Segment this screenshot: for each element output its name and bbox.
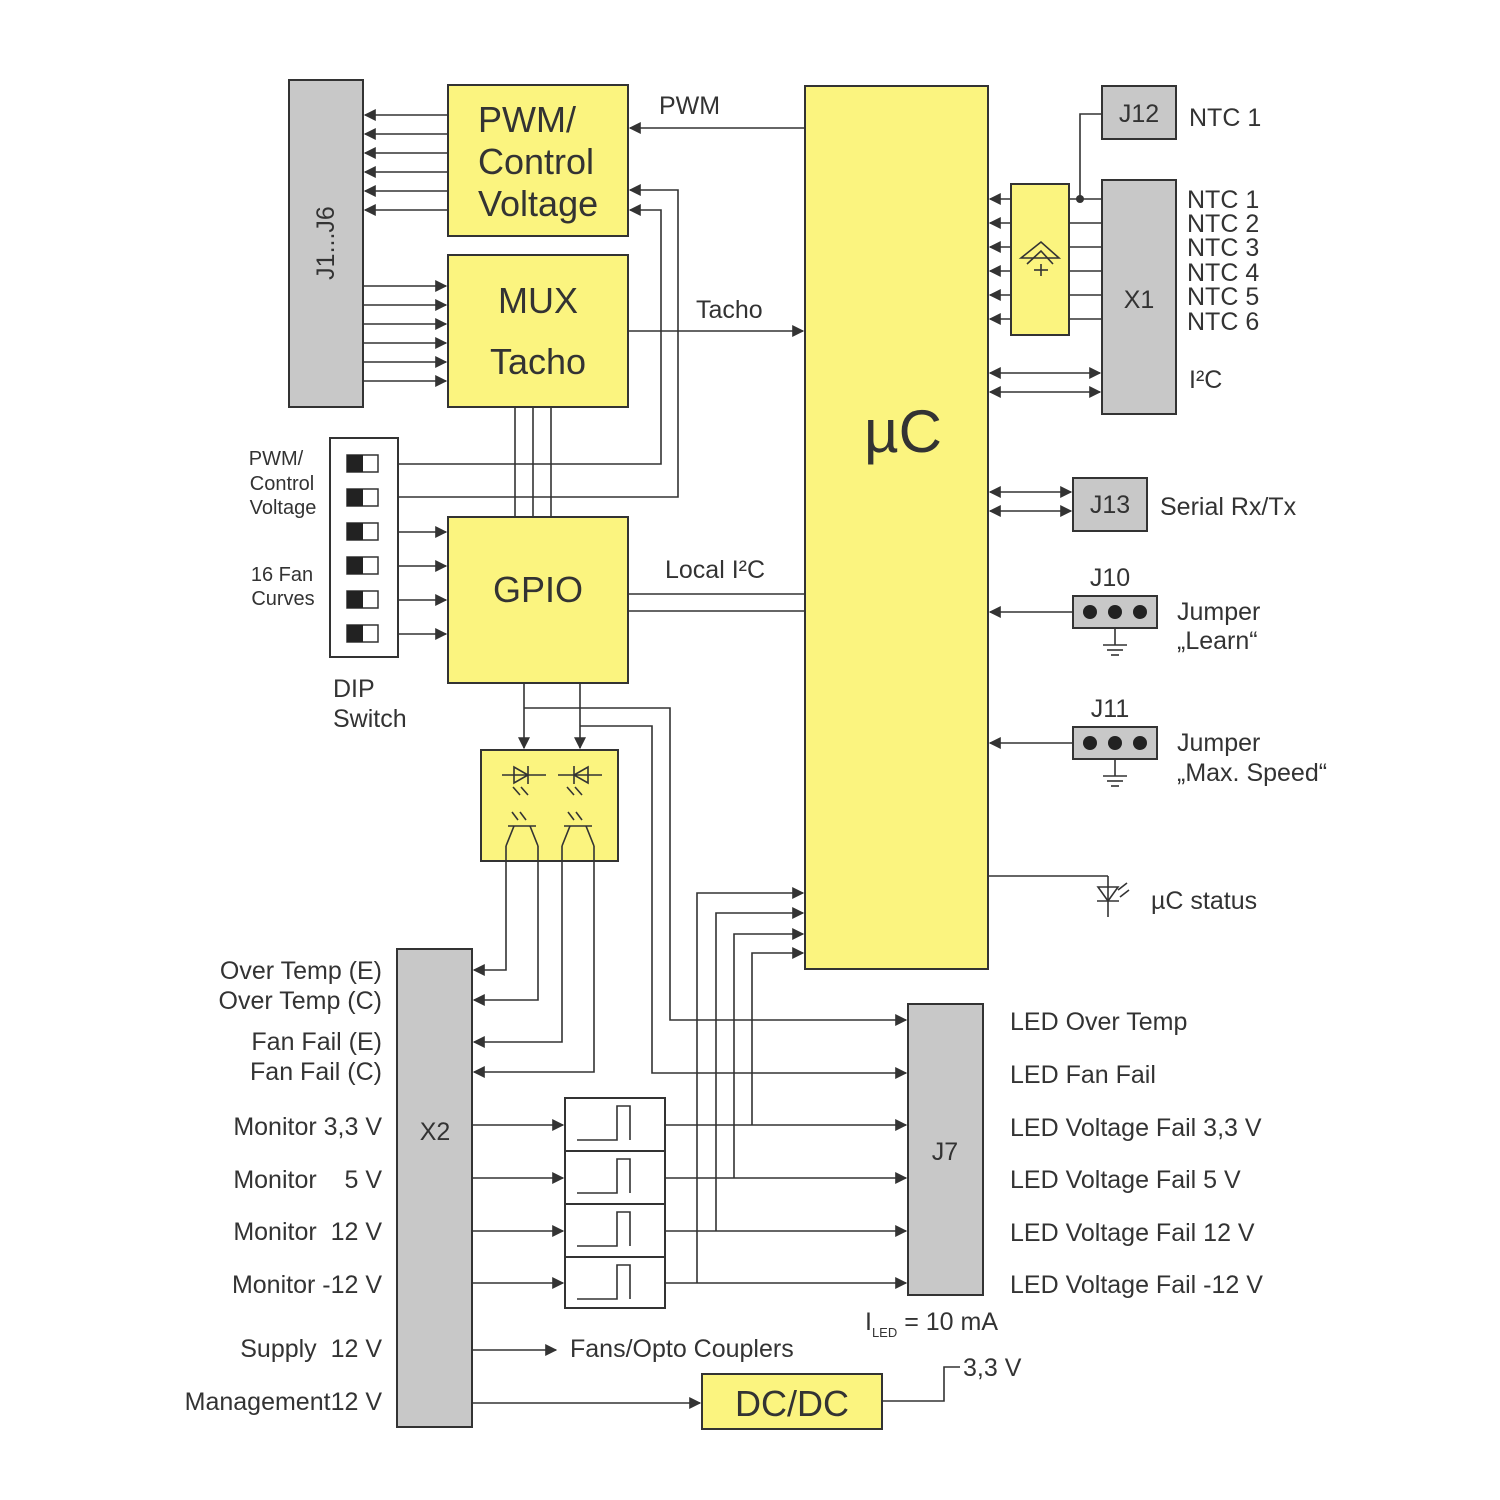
pwm-block-line2: Control xyxy=(478,141,594,182)
x2-pin-label: Monitor 3,3 V xyxy=(233,1113,382,1141)
x1-label: X1 xyxy=(1124,286,1155,314)
dip-label-fan-2: Curves xyxy=(251,588,314,610)
j10-jumper: J10 xyxy=(1072,564,1158,656)
x1-connector: X1 xyxy=(1101,179,1177,415)
v33-label: 3,3 V xyxy=(963,1354,1022,1382)
j7-pin-label: LED Over Temp xyxy=(1010,1008,1187,1036)
dip-label-pwm-1: PWM/ xyxy=(249,448,304,470)
j12-connector: J12 xyxy=(1101,85,1177,140)
x2-pin-label: Supply 12 V xyxy=(240,1335,382,1363)
j1-j6-connector: J1...J6 xyxy=(288,79,364,408)
ntc-label: NTC 4 xyxy=(1187,259,1259,287)
i2c-label: I²C xyxy=(1189,366,1222,394)
local-i2c-label: Local I²C xyxy=(665,556,765,584)
mux-label: MUX xyxy=(498,280,578,321)
x2-pin-label: Over Temp (E) xyxy=(220,957,382,985)
dip-caption-2: Switch xyxy=(333,705,407,733)
dip-toggle xyxy=(346,454,379,473)
fans-opto-label: Fans/Opto Couplers xyxy=(570,1335,794,1363)
x2-pin-label: Fan Fail (E) xyxy=(251,1028,382,1056)
j13-label: J13 xyxy=(1090,491,1130,519)
dcdc-label: DC/DC xyxy=(735,1383,849,1424)
iled-value: = 10 mA xyxy=(897,1308,998,1336)
x2-pin-label: Management12 V xyxy=(185,1388,383,1416)
x2-label: X2 xyxy=(420,1118,451,1146)
dip-toggle xyxy=(346,522,379,541)
pwm-signal-label: PWM xyxy=(659,92,720,120)
optocoupler-block xyxy=(480,749,619,862)
jumper-learn-2: „Learn“ xyxy=(1177,627,1258,655)
mux-tacho-block: MUX Tacho xyxy=(447,254,629,408)
j7-connector: J7 xyxy=(907,1003,984,1296)
dip-toggle xyxy=(346,556,379,575)
jumper-learn-1: Jumper xyxy=(1177,598,1260,626)
x2-pin-label: Fan Fail (C) xyxy=(250,1058,382,1086)
j10-label: J10 xyxy=(1090,564,1130,592)
x2-connector: X2 xyxy=(396,948,473,1428)
dip-label-fan-1: 16 Fan xyxy=(251,564,313,586)
j7-pin-label: LED Voltage Fail 3,3 V xyxy=(1010,1114,1262,1142)
gpio-label: GPIO xyxy=(493,569,583,610)
dcdc-block: DC/DC xyxy=(701,1373,883,1430)
j7-pin-label: LED Voltage Fail 12 V xyxy=(1010,1219,1255,1247)
serial-label: Serial Rx/Tx xyxy=(1160,493,1297,521)
dip-label-pwm-3: Voltage xyxy=(250,497,317,519)
ntc-buffer-block xyxy=(1010,183,1070,336)
jumper-maxspeed-1: Jumper xyxy=(1177,729,1260,757)
j7-label: J7 xyxy=(932,1138,958,1166)
ntc-label: NTC 1 xyxy=(1187,186,1259,214)
dip-label-pwm-2: Control xyxy=(250,473,314,495)
uc-label: µC xyxy=(864,398,942,465)
x2-pin-label: Monitor 5 V xyxy=(233,1166,382,1194)
j7-pin-label: LED Voltage Fail 5 V xyxy=(1010,1166,1241,1194)
dip-toggle xyxy=(346,488,379,507)
tacho-signal-label: Tacho xyxy=(696,296,763,324)
j11-label: J11 xyxy=(1091,695,1129,723)
pwm-block-line1: PWM/ xyxy=(478,99,576,140)
dip-switch xyxy=(329,437,399,658)
dip-caption-1: DIP xyxy=(333,675,375,703)
x2-pin-label: Over Temp (C) xyxy=(219,987,382,1015)
pwm-control-voltage-block: PWM/ Control Voltage xyxy=(447,84,629,237)
j11-jumper: J11 xyxy=(1072,695,1158,787)
tacho-block-label: Tacho xyxy=(490,341,586,382)
gpio-block: GPIO xyxy=(447,516,629,684)
ntc-label: NTC 2 xyxy=(1187,210,1259,238)
jumper-maxspeed-2: „Max. Speed“ xyxy=(1177,759,1327,787)
pwm-block-line3: Voltage xyxy=(478,183,598,224)
wiring xyxy=(363,109,1102,1409)
x2-pin-label: Monitor -12 V xyxy=(232,1271,382,1299)
ntc-label: NTC 5 xyxy=(1187,283,1259,311)
ntc-label: NTC 6 xyxy=(1187,308,1259,336)
iled-subscript: LED xyxy=(872,1325,897,1340)
j12-label: J12 xyxy=(1119,100,1159,128)
microcontroller-block: µC xyxy=(804,85,989,970)
dip-toggle xyxy=(346,624,379,643)
j13-connector: J13 xyxy=(1072,477,1148,532)
ntc-label: NTC 3 xyxy=(1187,234,1259,262)
j1-j6-label: J1...J6 xyxy=(312,206,340,280)
ntc-j12-label: NTC 1 xyxy=(1189,104,1261,132)
iled-prefix: I xyxy=(865,1308,872,1336)
j7-pin-label: LED Fan Fail xyxy=(1010,1061,1156,1089)
j7-pin-label: LED Voltage Fail -12 V xyxy=(1010,1271,1263,1299)
uc-status-label: µC status xyxy=(1151,887,1257,915)
comparator-block xyxy=(564,1097,666,1309)
x2-pin-label: Monitor 12 V xyxy=(233,1218,382,1246)
uc-status-led xyxy=(988,875,1130,917)
iled-label: ILED = 10 mA xyxy=(865,1308,998,1340)
dip-toggle xyxy=(346,590,379,609)
